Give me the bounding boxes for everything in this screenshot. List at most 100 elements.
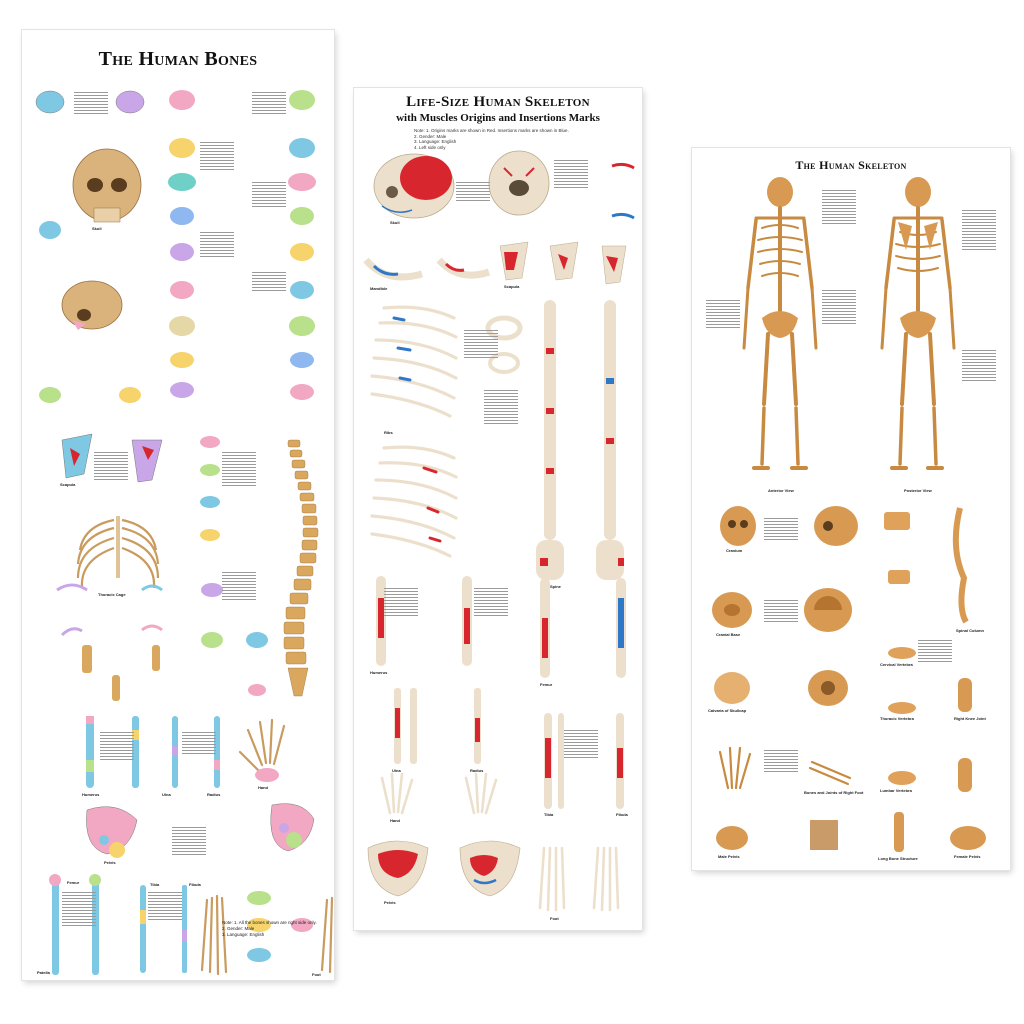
legend-block	[962, 348, 996, 383]
legend-block	[554, 158, 588, 190]
legend-block	[252, 270, 286, 293]
caption: Bones and Joints of Right Foot	[804, 790, 864, 795]
legend-block	[100, 730, 134, 762]
life-size-figures	[363, 150, 635, 912]
caption: Fibula	[616, 812, 628, 817]
caption: Tibia	[150, 882, 160, 887]
caption: Cranial Base	[716, 632, 741, 637]
poster-title: Life-Size Human Skeleton	[406, 94, 590, 110]
caption: Humerus	[370, 670, 388, 675]
poster-life-size-skeleton: Life-Size Human Skeleton with Muscles Or…	[354, 88, 642, 930]
poster-subtitle: with Muscles Origins and Insertions Mark…	[396, 112, 600, 124]
legend-block	[764, 598, 798, 624]
spine-figures	[536, 300, 624, 580]
hand-figures	[380, 772, 498, 815]
caption: Humerus	[82, 792, 100, 797]
caption: Long Bone Structure	[878, 856, 918, 861]
arm-bones-figure	[86, 716, 220, 788]
legend-block	[62, 890, 96, 928]
caption: Scapula	[60, 482, 76, 487]
poster-human-bones: The Human Bones	[22, 30, 334, 980]
skull-figure	[61, 148, 142, 330]
legend-block	[456, 180, 490, 203]
caption: Femur	[67, 880, 80, 885]
ribs-figure	[370, 305, 458, 558]
long-bone-figures	[376, 576, 626, 678]
legend-block	[200, 230, 234, 259]
legend-block	[384, 586, 418, 618]
legend-block	[706, 298, 740, 330]
caption: Cranium	[726, 548, 743, 553]
caption: Ulna	[392, 768, 401, 773]
legend-block	[94, 450, 128, 482]
skeleton-figures	[712, 177, 986, 852]
poster-note: Note: 1. All the bones shown are right s…	[222, 920, 317, 937]
vertebral-column-figure	[283, 439, 319, 697]
legend-block	[764, 516, 798, 542]
legend-block	[148, 890, 182, 922]
anterior-skeleton-figure	[742, 177, 818, 470]
legend-block	[474, 586, 508, 618]
caption: Patella	[37, 970, 50, 975]
caption: Spinal Column	[956, 628, 984, 633]
skull-figures	[373, 150, 635, 220]
caption: Ribs	[384, 430, 393, 435]
caption: Female Pelvis	[954, 854, 981, 859]
legend-block	[464, 328, 498, 360]
hand-figure	[238, 718, 286, 782]
scapula-figures	[61, 433, 163, 483]
caption: Pelvis	[384, 900, 396, 905]
poster-note: Note: 1. Origins marks are shown in Red.…	[414, 128, 569, 150]
caption: Ulna	[162, 792, 171, 797]
caption: Spine	[550, 584, 561, 589]
caption: Pelvis	[104, 860, 116, 865]
caption: Thoracic Vertebra	[880, 716, 914, 721]
bones-figures	[35, 90, 334, 976]
sternum-thumbnails	[485, 315, 523, 374]
pelvis-figures	[367, 840, 521, 897]
caption: Fibula	[189, 882, 201, 887]
caption: Right Knee Joint	[954, 716, 986, 721]
caption: Radius	[470, 768, 484, 773]
caption: Tibia	[544, 812, 554, 817]
caption: Male Pelvis	[718, 854, 740, 859]
legend-block	[252, 90, 286, 116]
legend-block	[764, 748, 798, 774]
caption: Skull	[390, 220, 400, 225]
poster-title: The Human Bones	[98, 48, 258, 70]
foot-figures	[200, 891, 334, 976]
caption: Foot	[312, 972, 321, 977]
caption: Hand	[390, 818, 400, 823]
mandible-scapula-figures	[363, 241, 627, 285]
caption: Scapula	[504, 284, 520, 289]
legend-block	[822, 188, 856, 226]
legend-block	[962, 208, 996, 252]
caption: Thoracic Cage	[98, 592, 126, 597]
caption: Calvaria of Skullcap	[708, 708, 747, 713]
thoracic-cage-figure	[76, 516, 160, 589]
legend-block	[564, 728, 598, 760]
legend-block	[918, 638, 952, 664]
caption: Skull	[92, 226, 102, 231]
legend-block	[74, 90, 108, 116]
skull-bone-thumbnails	[35, 90, 316, 403]
forearm-leg-bone-figures	[394, 688, 624, 809]
poster-human-skeleton: The Human Skeleton	[692, 148, 1010, 870]
detail-figures	[712, 506, 986, 852]
caption: Radius	[207, 792, 221, 797]
caption: Hand	[258, 785, 268, 790]
legend-block	[182, 730, 216, 756]
legend-block	[822, 288, 856, 326]
caption: Posterior View	[904, 488, 932, 493]
legend-block	[200, 140, 234, 172]
leg-bones-figure	[49, 874, 187, 975]
legend-block	[252, 180, 286, 209]
legend-block	[222, 450, 256, 488]
vertebra-thumbnails	[56, 436, 268, 701]
pelvis-figures	[86, 803, 315, 858]
poster-title: The Human Skeleton	[795, 158, 907, 172]
legend-block	[222, 570, 256, 602]
caption: Femur	[540, 682, 553, 687]
caption: Anterior View	[768, 488, 794, 493]
caption: Foot	[550, 916, 559, 921]
